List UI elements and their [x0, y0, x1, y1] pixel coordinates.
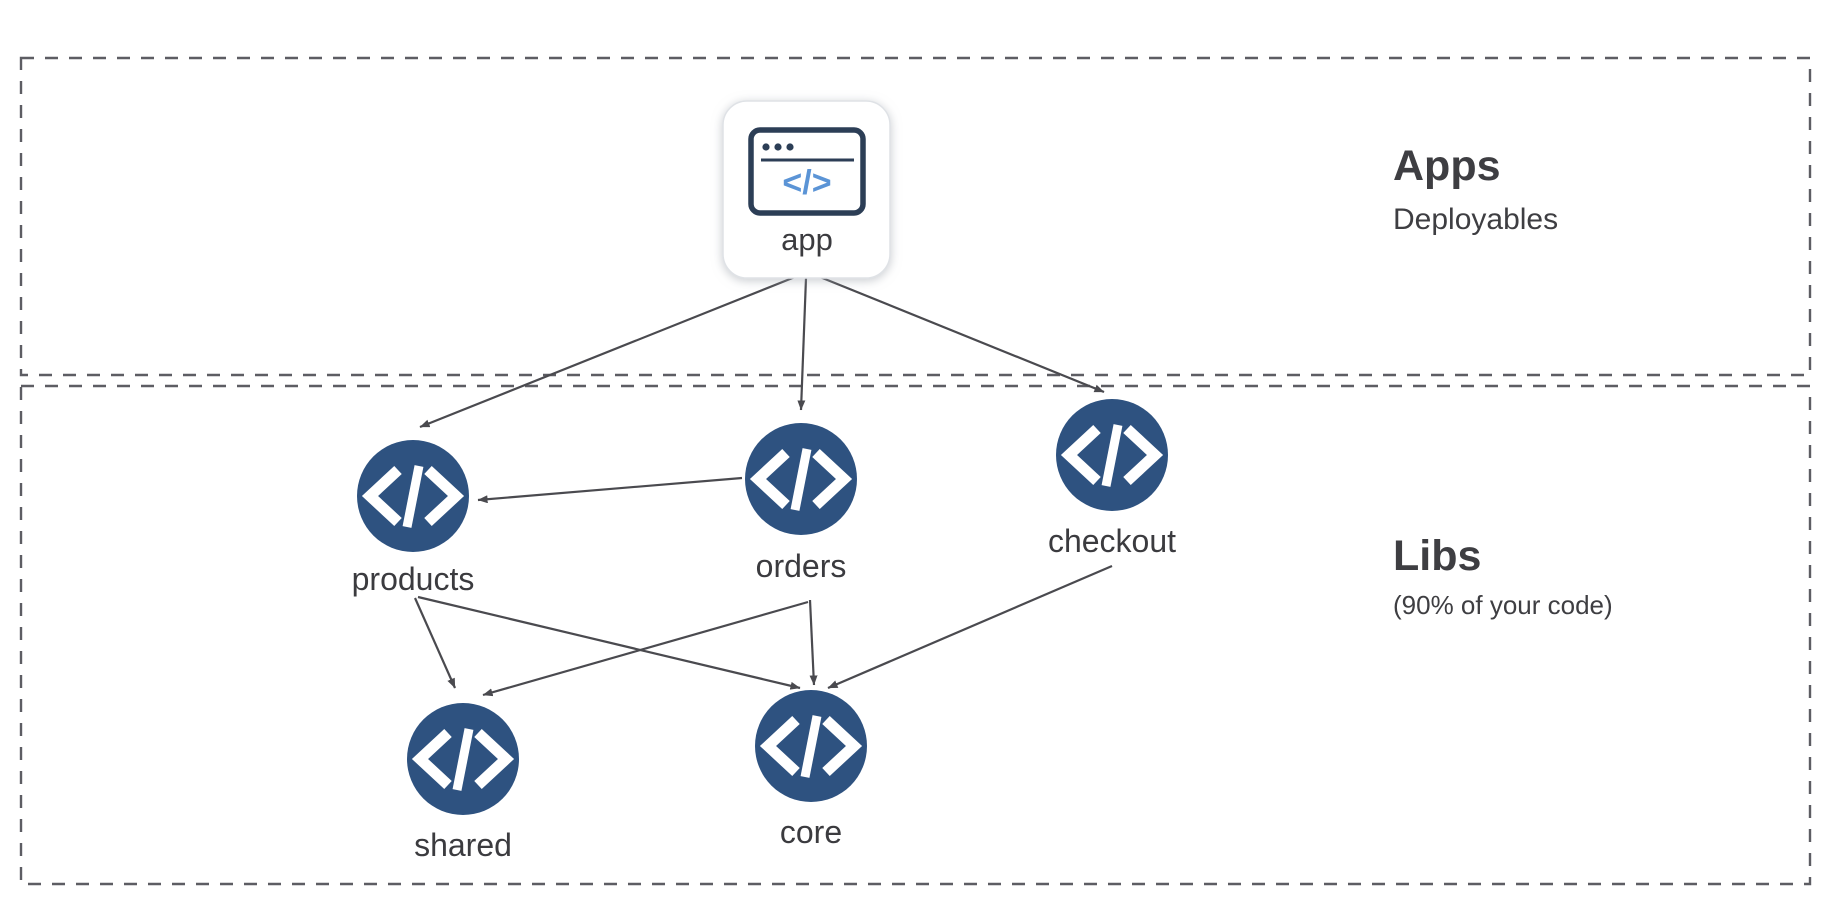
- edge-app-to-orders: [797, 277, 808, 411]
- app-icon-code-glyph: </>: [782, 164, 831, 202]
- edge-products-to-shared: [413, 597, 457, 689]
- edge-app-to-products: [419, 273, 801, 429]
- zone-caption-apps: Apps Deployables: [1393, 142, 1558, 236]
- node-shared-label: shared: [414, 827, 512, 863]
- zone-caption-libs: Libs (90% of your code): [1393, 532, 1613, 620]
- edge-orders-to-products: [477, 476, 743, 504]
- node-orders[interactable]: orders: [745, 423, 857, 584]
- node-core[interactable]: core: [755, 690, 867, 850]
- node-core-label: core: [780, 814, 842, 850]
- code-circle-icon: [361, 465, 465, 528]
- node-checkout-label: checkout: [1048, 523, 1176, 559]
- edge-group-lib-to-base: [413, 564, 1113, 697]
- code-circle-icon: [749, 448, 853, 511]
- zone-apps-subtitle: Deployables: [1393, 203, 1558, 236]
- node-app[interactable]: </> app: [722, 100, 891, 279]
- code-circle-icon: [411, 728, 515, 791]
- zone-apps-title: Apps: [1393, 142, 1501, 190]
- edge-checkout-to-core: [827, 564, 1113, 690]
- node-app-label: app: [781, 222, 833, 257]
- node-checkout[interactable]: checkout: [1048, 399, 1176, 559]
- edge-products-to-core: [417, 595, 801, 690]
- code-circle-icon: [1060, 424, 1164, 487]
- edge-group-app-to-libs: [419, 273, 1105, 429]
- zone-box-libs: [19, 384, 1812, 886]
- edge-orders-to-shared: [482, 600, 809, 697]
- zone-libs-title: Libs: [1393, 532, 1481, 580]
- edge-orders-to-core: [808, 599, 818, 686]
- zone-libs-subtitle: (90% of your code): [1393, 590, 1613, 620]
- edge-app-to-checkout: [814, 273, 1105, 394]
- node-shared[interactable]: shared: [407, 703, 519, 863]
- edge-group-lib-to-lib-upper: [477, 476, 743, 504]
- code-circle-icon: [759, 715, 863, 778]
- node-orders-label: orders: [756, 548, 847, 584]
- browser-window-code-icon: </>: [748, 127, 866, 216]
- zone-box-apps: [19, 56, 1812, 377]
- node-products[interactable]: products: [352, 440, 475, 597]
- node-products-label: products: [352, 561, 475, 597]
